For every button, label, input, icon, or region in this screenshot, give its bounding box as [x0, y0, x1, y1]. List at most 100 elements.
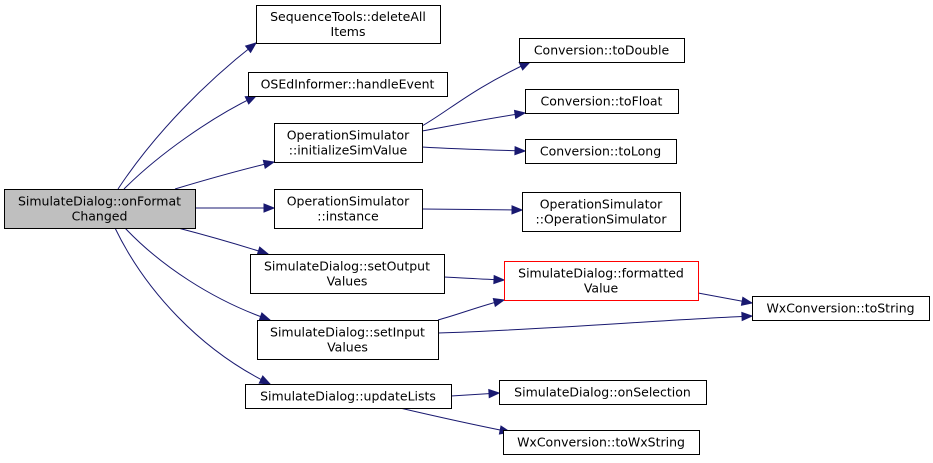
edge-root-to-deleteallitems-line: [117, 42, 257, 190]
edge-root-to-initializesimvalue-arrowhead: [262, 159, 276, 170]
edge-setoutputvalues-to-formattedvalue: [443, 274, 506, 285]
edge-root-to-deleteallitems-arrowhead: [244, 42, 258, 54]
node-wxconversion-towxstring-box: [503, 430, 700, 455]
node-simulatedialog-setinputvalues-label-2: Values: [327, 340, 368, 355]
node-simulatedialog-onformatchanged-box: [4, 189, 196, 229]
node-simulatedialog-onselection[interactable]: SimulateDialog::onSelection: [499, 380, 707, 405]
edge-root-to-instance: [195, 203, 276, 213]
edge-root-to-setinputvalues-line: [124, 227, 271, 321]
edge-initializesimvalue-to-tolong-arrowhead: [514, 145, 527, 156]
node-simulatedialog-formattedvalue-label-1: SimulateDialog::formatted: [518, 266, 684, 281]
node-operationsimulator-operationsimulator[interactable]: OperationSimulator::OperationSimulator: [522, 192, 681, 232]
node-operationsimulator-instance[interactable]: OperationSimulator::instance: [274, 189, 423, 229]
edge-root-to-initializesimvalue-line: [174, 161, 275, 190]
node-operationsimulator-operationsimulator-label-2: ::OperationSimulator: [536, 212, 668, 227]
node-conversion-todouble-label-1: Conversion::toDouble: [534, 43, 670, 58]
node-conversion-tofloat-label-1: Conversion::toFloat: [541, 94, 663, 109]
node-osedinformer-handleevent-label-1: OSEdInformer::handleEvent: [261, 77, 435, 92]
node-sequencetools-deleteallitems-label-2: Items: [331, 24, 366, 39]
edge-root-to-updatelists-arrowhead: [258, 375, 272, 385]
node-operationsimulator-initializesimvalue[interactable]: OperationSimulator::initializeSimValue: [274, 123, 423, 163]
edge-initializesimvalue-to-tofloat-arrowhead: [513, 109, 527, 120]
edge-updatelists-to-towxstring: [399, 407, 512, 435]
node-wxconversion-towxstring[interactable]: WxConversion::toWxString: [503, 430, 700, 455]
node-simulatedialog-setoutputvalues-label-2: Values: [327, 274, 368, 289]
node-simulatedialog-setoutputvalues-label-1: SimulateDialog::setOutput: [264, 259, 430, 274]
edge-root-to-setinputvalues-arrowhead: [258, 312, 272, 322]
node-simulatedialog-updatelists-box: [245, 384, 452, 409]
node-operationsimulator-instance-label-1: OperationSimulator: [287, 194, 410, 209]
edge-setinputvalues-to-formattedvalue-arrowhead: [492, 297, 506, 308]
edge-updatelists-to-onselection-arrowhead: [488, 388, 501, 399]
node-simulatedialog-updatelists-label-1: SimulateDialog::updateLists: [260, 389, 436, 404]
node-conversion-tofloat[interactable]: Conversion::toFloat: [525, 89, 679, 114]
edge-root-to-updatelists: [114, 227, 272, 385]
node-simulatedialog-setoutputvalues-box: [250, 254, 445, 294]
edge-instance-to-operationsimulator: [421, 205, 524, 215]
node-osedinformer-handleevent[interactable]: OSEdInformer::handleEvent: [248, 72, 448, 97]
edge-initializesimvalue-to-tolong: [421, 145, 527, 156]
node-simulatedialog-formattedvalue-label-2: Value: [584, 281, 619, 296]
node-sequencetools-deleteallitems-box: [256, 5, 441, 44]
edge-setinputvalues-to-tostring-line: [437, 315, 753, 334]
edge-initializesimvalue-to-todouble-line: [421, 61, 531, 127]
edge-formattedvalue-to-tostring-arrowhead: [740, 296, 754, 306]
edge-setinputvalues-to-formattedvalue: [437, 297, 506, 321]
edge-setinputvalues-to-tostring: [437, 311, 754, 334]
edge-root-to-handleevent: [123, 95, 258, 190]
node-operationsimulator-operationsimulator-box: [522, 192, 681, 232]
node-simulatedialog-setinputvalues-box: [257, 320, 439, 360]
node-conversion-todouble[interactable]: Conversion::toDouble: [519, 38, 685, 63]
node-wxconversion-tostring-box: [752, 296, 930, 321]
edge-root-to-setoutputvalues-line: [177, 227, 269, 255]
node-conversion-tolong-label-1: Conversion::toLong: [540, 144, 661, 159]
node-operationsimulator-initializesimvalue-label-2: ::initializeSimValue: [289, 143, 408, 158]
node-conversion-tolong-box: [525, 139, 677, 164]
node-conversion-tofloat-box: [525, 89, 679, 114]
node-simulatedialog-updatelists[interactable]: SimulateDialog::updateLists: [245, 384, 452, 409]
edge-initializesimvalue-to-todouble-arrowhead: [518, 61, 532, 71]
node-sequencetools-deleteallitems-label-1: SequenceTools::deleteAll: [270, 9, 426, 24]
node-operationsimulator-instance-box: [274, 189, 423, 229]
edge-initializesimvalue-to-tolong-line: [421, 146, 526, 152]
node-conversion-todouble-box: [519, 38, 685, 63]
edge-instance-to-operationsimulator-arrowhead: [511, 205, 524, 215]
node-operationsimulator-instance-label-2: ::instance: [317, 209, 379, 224]
edge-root-to-initializesimvalue: [174, 159, 276, 190]
edge-root-to-handleevent-line: [123, 95, 257, 190]
node-operationsimulator-initializesimvalue-label-1: OperationSimulator: [287, 128, 410, 143]
node-osedinformer-handleevent-box: [248, 72, 448, 97]
edge-root-to-instance-arrowhead: [263, 203, 276, 213]
node-conversion-tolong[interactable]: Conversion::toLong: [525, 139, 677, 164]
edge-setinputvalues-to-tostring-arrowhead: [741, 311, 754, 322]
edge-root-to-setinputvalues: [124, 227, 272, 322]
node-simulatedialog-onformatchanged-label-1: SimulateDialog::onFormat: [18, 194, 181, 209]
edge-initializesimvalue-to-tofloat-line: [421, 112, 526, 132]
edge-initializesimvalue-to-tofloat: [421, 109, 527, 132]
edge-updatelists-to-towxstring-line: [399, 407, 511, 433]
node-wxconversion-towxstring-label-1: WxConversion::toWxString: [517, 435, 685, 450]
node-operationsimulator-operationsimulator-label-1: OperationSimulator: [540, 197, 663, 212]
edge-instance-to-operationsimulator-line: [421, 208, 523, 211]
edge-root-to-setoutputvalues-arrowhead: [256, 246, 270, 256]
edge-setoutputvalues-to-formattedvalue-arrowhead: [493, 274, 506, 285]
edge-formattedvalue-to-tostring: [697, 292, 754, 306]
node-simulatedialog-onformatchanged-label-2: Changed: [72, 209, 128, 224]
edge-root-to-updatelists-line: [114, 227, 271, 385]
node-simulatedialog-onselection-box: [499, 380, 707, 405]
node-simulatedialog-setinputvalues-label-1: SimulateDialog::setInput: [270, 325, 425, 340]
edge-updatelists-to-onselection: [450, 388, 501, 399]
edge-root-to-handleevent-arrowhead: [244, 95, 258, 105]
node-wxconversion-tostring[interactable]: WxConversion::toString: [752, 296, 930, 321]
edge-root-to-setoutputvalues: [177, 227, 270, 256]
node-wxconversion-tostring-label-1: WxConversion::toString: [766, 301, 914, 316]
node-simulatedialog-onselection-label-1: SimulateDialog::onSelection: [514, 385, 691, 400]
edge-root-to-deleteallitems: [117, 42, 258, 190]
node-operationsimulator-initializesimvalue-box: [274, 123, 423, 163]
